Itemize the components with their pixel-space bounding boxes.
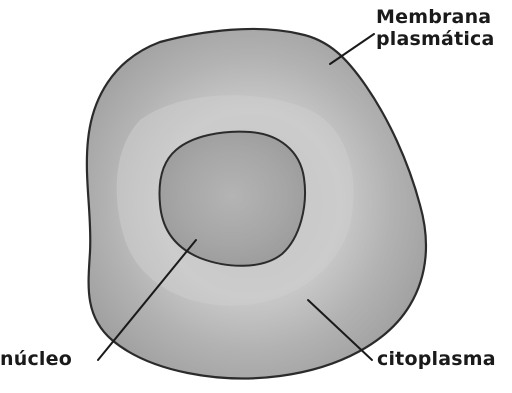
nucleus-label: núcleo: [0, 348, 72, 370]
membrane-label: Membrana plasmática: [376, 6, 512, 50]
membrane-label-line2: plasmática: [376, 28, 512, 50]
cytoplasm-label: citoplasma: [377, 348, 496, 370]
membrane-label-line1: Membrana: [376, 6, 512, 28]
